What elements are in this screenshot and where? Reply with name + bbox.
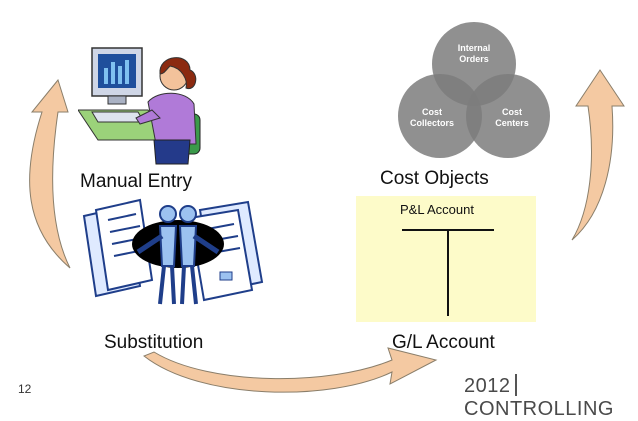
label-gl-account: G/L Account	[392, 332, 495, 353]
left-up-arrow	[29, 78, 71, 269]
logo-word: CONTROLLING	[464, 398, 614, 420]
ledger-vertical-line	[447, 230, 449, 316]
people-exchanging-documents-icon	[82, 198, 264, 305]
cost-objects-venn	[398, 22, 550, 158]
bottom-right-arrow	[143, 347, 438, 393]
label-cost-objects: Cost Objects	[380, 168, 489, 189]
logo-separator	[514, 374, 517, 396]
label-manual-entry: Manual Entry	[80, 171, 192, 192]
page-number: 12	[18, 382, 32, 396]
brand-logo: 2012CONTROLLING	[464, 374, 638, 421]
right-up-arrow	[571, 69, 625, 241]
label-substitution: Substitution	[104, 332, 204, 353]
cycle-arrows	[29, 69, 625, 393]
venn-circle-cost-centers	[466, 74, 550, 158]
woman-at-computer-icon	[78, 47, 201, 165]
ledger-title: P&L Account	[400, 202, 474, 217]
venn-circle-cost-collectors	[398, 74, 482, 158]
pl-account-ledger: P&L Account	[356, 196, 536, 322]
logo-year: 2012	[464, 375, 511, 397]
